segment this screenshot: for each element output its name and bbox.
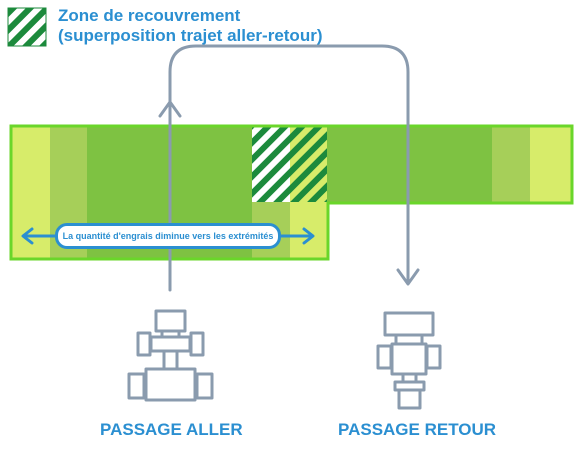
fertilizer-note: La quantité d'engrais diminue vers les e…	[55, 223, 281, 249]
legend-title-line1: Zone de recouvrement	[58, 6, 241, 25]
travel-path-arrow	[158, 44, 420, 292]
legend-title-line2: (superposition trajet aller-retour)	[58, 26, 323, 45]
return-tractor-icon	[376, 311, 442, 410]
outbound-tractor-icon	[127, 309, 214, 402]
overlap-zone	[252, 127, 327, 202]
return-pass-label: PASSAGE RETOUR	[338, 420, 497, 439]
field-outline	[9, 124, 574, 261]
legend-hatch-swatch	[7, 7, 47, 47]
outbound-pass-label: PASSAGE ALLER	[100, 420, 243, 439]
legend-title: Zone de recouvrement (superposition traj…	[58, 6, 322, 46]
